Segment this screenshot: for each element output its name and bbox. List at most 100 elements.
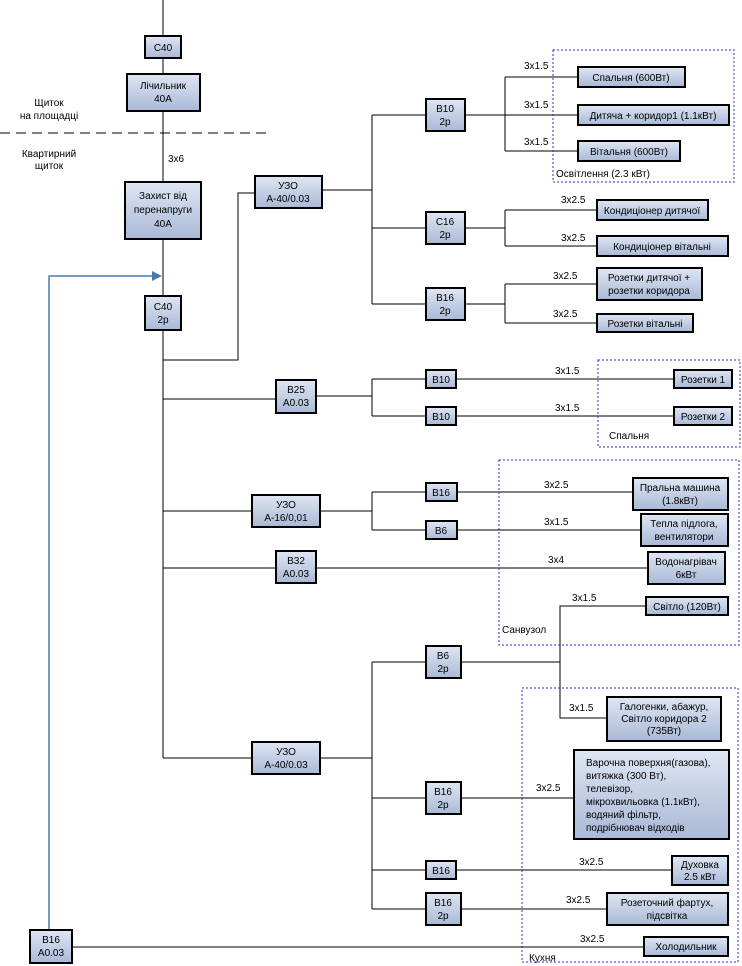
- load-apron-line1: Розеточний фартух,: [621, 897, 713, 909]
- load-bedroom-light-label: Спальня (600Вт): [592, 73, 669, 84]
- load-floor-line2: вентилятори: [655, 532, 714, 543]
- cable-ac-1: 3x2.5: [561, 195, 586, 206]
- b16-washer-label: B16: [432, 488, 450, 499]
- uzo2-line1: УЗО: [276, 500, 296, 511]
- rcd-uzo-40-1: [254, 175, 323, 209]
- cable-heater: 3x4: [548, 555, 565, 566]
- load-washer-line2: (1.8кВт): [662, 496, 698, 507]
- separator-top-line2: на площадці: [20, 111, 78, 122]
- load-bedroom-sockets-1: [673, 369, 733, 389]
- load-sockets-living: [596, 313, 694, 333]
- rcd-uzo-40-2: [251, 741, 321, 775]
- separator-bottom-line1: Квартирний: [22, 149, 76, 160]
- separator-top-line1: Щиток: [34, 98, 64, 109]
- cable-washer: 3x2.5: [544, 480, 569, 491]
- cable-stove: 3x2.5: [536, 783, 561, 794]
- lighting-zone: [552, 49, 735, 183]
- b16-fridge-line1: B16: [42, 935, 60, 946]
- load-sockets-kids-line2: розетки коридора: [608, 286, 690, 297]
- cable-halogen: 3x1.5: [569, 703, 594, 714]
- b16-apron-line2: 2p: [437, 911, 449, 922]
- load-halogen-line2: Світло коридора 2: [621, 714, 707, 725]
- load-fridge: [643, 936, 729, 957]
- meter-line2: 40A: [154, 94, 172, 105]
- load-ac-living: [596, 235, 729, 257]
- b16-oven-label: B16: [432, 866, 450, 877]
- bathroom-zone-label: Санвузол: [502, 625, 546, 636]
- breaker-b16-fridge: [29, 929, 73, 964]
- load-sockets-kids-corridor: [596, 267, 703, 301]
- breaker-b6-floor: [425, 520, 458, 540]
- cable-apron: 3x2.5: [566, 895, 591, 906]
- bedroom-zone: [597, 359, 741, 448]
- load-fridge-label: Холодильник: [655, 942, 717, 953]
- b16-stove-line1: B16: [434, 787, 452, 798]
- breaker-b16-washer: [425, 482, 458, 502]
- bathroom-zone: [498, 459, 740, 646]
- load-stove-line1: Варочна поверхня(газова),: [586, 758, 710, 769]
- wires: [72, 0, 674, 948]
- load-warm-floor: [640, 513, 729, 547]
- cable-ac-2: 3x2.5: [561, 233, 586, 244]
- breaker-c40-input-label: C40: [154, 43, 173, 54]
- load-halogen-line3: (735Вт): [647, 726, 681, 737]
- surge-protector: [124, 181, 202, 240]
- uzo2-line2: А-16/0,01: [264, 513, 308, 524]
- breaker-c40-input: [144, 35, 182, 59]
- breaker-b25-rcbo: [275, 379, 317, 414]
- c40-2p-line1: C40: [154, 302, 173, 313]
- meter-box: [126, 73, 201, 112]
- breaker-c16: [425, 211, 466, 245]
- c40-2p-line2: 2p: [157, 315, 169, 326]
- c16-line1: C16: [436, 217, 455, 228]
- uzo3-line1: УЗО: [276, 747, 296, 758]
- cable-floor: 3x1.5: [544, 517, 569, 528]
- load-oven-line2: 2.5 кВт: [684, 872, 716, 883]
- load-oven-line1: Духовка: [681, 860, 719, 871]
- load-stove-line3: телевізор,: [586, 784, 633, 795]
- load-washing-machine: [632, 477, 729, 511]
- load-water-heater: [647, 551, 726, 585]
- load-ac-kids: [596, 199, 709, 221]
- load-stove-line6: подрібнювач відходів: [586, 822, 685, 834]
- kitchen-zone-label: Кухня: [529, 953, 556, 964]
- breaker-b16-apron: [425, 892, 462, 926]
- load-stove-line5: водяний фільтр,: [586, 809, 661, 821]
- load-sockets-kids-line1: Розетки дитячої +: [608, 273, 690, 284]
- load-ac-kids-label: Кондиціонер дитячої: [604, 206, 700, 217]
- b10-bedroom-2-label: B10: [432, 412, 450, 423]
- cable-fridge: 3x2.5: [580, 934, 605, 945]
- surge-line2: перенапруги: [134, 205, 192, 216]
- load-kids-corridor-light-label: Дитяча + коридор1 (1.1кВт): [590, 111, 717, 122]
- b16-sockets-line2: 2p: [439, 306, 451, 317]
- surge-line3: 40A: [154, 219, 172, 230]
- load-floor-line1: Тепла підлога,: [650, 519, 717, 530]
- kitchen-zone: [521, 687, 739, 963]
- meter-line1: Лічильник: [140, 81, 187, 92]
- load-bedroom-sockets-2: [673, 406, 733, 426]
- cable-light-3: 3x1.5: [524, 137, 549, 148]
- load-halogen-lights: [606, 696, 722, 742]
- cable-bedroom-2: 3x1.5: [555, 403, 580, 414]
- load-bedroom-sockets-2-label: Розетки 2: [681, 412, 726, 423]
- b32-line1: B32: [287, 556, 305, 567]
- b32-line2: A0.03: [283, 569, 310, 580]
- feed-arrow: [48, 271, 162, 930]
- uzo1-line1: УЗО: [278, 181, 298, 192]
- c16-line2: 2p: [439, 230, 451, 241]
- load-kids-corridor-light: [577, 104, 730, 126]
- load-socket-apron: [606, 892, 729, 926]
- b16-stove-line2: 2p: [437, 800, 449, 811]
- b6-2p-line2: 2p: [437, 664, 449, 675]
- cable-bedroom-1: 3x1.5: [555, 366, 580, 377]
- breaker-b6-2p: [425, 645, 462, 679]
- b16-fridge-line2: A0.03: [38, 948, 65, 959]
- load-kitchen-appliances: [573, 749, 730, 840]
- load-bedroom-sockets-1-label: Розетки 1: [681, 375, 726, 386]
- b16-apron-line1: B16: [434, 898, 452, 909]
- breaker-b16-stove: [425, 781, 462, 815]
- b25-line2: A0.03: [283, 398, 310, 409]
- load-heater-line1: Водонагрівач: [655, 557, 717, 568]
- load-heater-line2: 6кВт: [676, 570, 697, 581]
